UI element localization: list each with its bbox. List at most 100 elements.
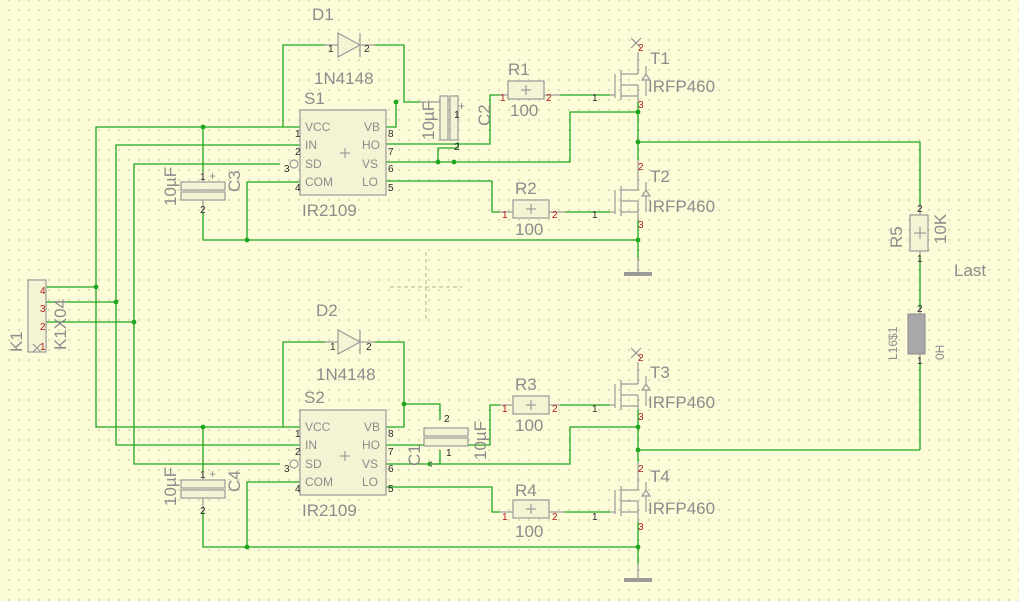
svg-text:+: +: [209, 169, 216, 183]
resistor-R4[interactable]: 1 2 R4 100: [500, 481, 565, 541]
svg-text:+: +: [209, 467, 216, 481]
ref-R5: R5: [887, 226, 906, 248]
connector-K1[interactable]: 4 3 2 1 K1 K1X04: [7, 279, 70, 353]
value-C4: 10µF: [161, 467, 180, 506]
svg-text:1: 1: [200, 172, 206, 183]
origin-crosshair: [390, 252, 462, 322]
svg-text:2: 2: [444, 414, 450, 425]
svg-text:3: 3: [638, 100, 644, 111]
svg-text:2: 2: [638, 464, 644, 475]
mosfet-T2[interactable]: 2 1 3 T2 IRFP460: [592, 160, 715, 231]
svg-text:LO: LO: [362, 175, 378, 189]
svg-text:1: 1: [454, 110, 460, 121]
svg-text:LO: LO: [362, 475, 378, 489]
svg-text:2: 2: [366, 342, 372, 353]
capacitor-C1[interactable]: + 2 1 C1 10µF: [405, 414, 490, 471]
svg-text:2: 2: [295, 147, 301, 158]
svg-text:7: 7: [388, 147, 394, 158]
resistor-R2[interactable]: 1 2 R2 100: [500, 179, 565, 239]
svg-text:6: 6: [388, 164, 394, 175]
value-T3: IRFP460: [648, 393, 715, 412]
svg-text:VCC: VCC: [305, 120, 331, 134]
svg-text:4: 4: [295, 183, 301, 194]
ref-R3: R3: [515, 375, 537, 394]
svg-text:VS: VS: [362, 157, 378, 171]
load-label: Last: [954, 261, 986, 280]
diode-D1[interactable]: 1 2 D1 1N4148: [312, 5, 375, 88]
svg-text:2: 2: [917, 304, 923, 315]
value-R2: 100: [515, 220, 543, 239]
value-L: 0H: [933, 345, 947, 360]
ref-S1: S1: [304, 89, 325, 108]
svg-text:VCC: VCC: [305, 420, 331, 434]
ref-T3: T3: [650, 363, 670, 382]
svg-text:1: 1: [592, 512, 598, 523]
resistor-R1[interactable]: 1 2 R1 100: [500, 60, 560, 120]
ic-S1[interactable]: VCC IN SD COM VB HO VS LO 1 2 3 4 8 7 6 …: [284, 89, 394, 220]
ref-R4: R4: [515, 481, 537, 500]
svg-text:2: 2: [638, 353, 644, 364]
ref-L: L16$1: [886, 326, 900, 360]
svg-text:5: 5: [388, 484, 394, 495]
svg-text:2: 2: [454, 142, 460, 153]
inductor-load[interactable]: 2 1 L16$1 0H Last: [886, 261, 986, 367]
capacitor-C3[interactable]: + 1 2 C3 10µF: [161, 167, 244, 216]
value-R3: 100: [515, 416, 543, 435]
svg-text:1: 1: [592, 210, 598, 221]
ref-C3: C3: [225, 170, 244, 192]
svg-text:HO: HO: [362, 138, 380, 152]
svg-text:1: 1: [502, 512, 508, 523]
svg-text:3: 3: [638, 220, 644, 231]
capacitor-C2[interactable]: + 1 2 C2 10µF: [419, 95, 494, 153]
svg-text:2: 2: [552, 512, 558, 523]
svg-text:1: 1: [917, 254, 923, 265]
mosfet-T1[interactable]: 2 1 3 T1 IRFP460: [592, 37, 715, 111]
svg-text:1: 1: [328, 44, 334, 55]
ground-symbol-lower: [624, 563, 652, 582]
svg-text:2: 2: [200, 506, 206, 517]
svg-text:IN: IN: [305, 138, 317, 152]
value-K1: K1X04: [51, 299, 70, 350]
wires: [37, 44, 921, 565]
svg-text:IN: IN: [305, 438, 317, 452]
svg-text:SD: SD: [305, 457, 322, 471]
value-D2: 1N4148: [316, 365, 376, 384]
svg-text:2: 2: [295, 447, 301, 458]
svg-text:1: 1: [295, 129, 301, 140]
capacitor-C4[interactable]: + 1 2 C4 10µF: [161, 467, 244, 517]
resistor-R3[interactable]: 1 2 R3 100: [500, 375, 560, 435]
ref-T2: T2: [650, 167, 670, 186]
svg-text:5: 5: [388, 183, 394, 194]
value-T2: IRFP460: [648, 197, 715, 216]
diode-D2[interactable]: 1 2 D2 1N4148: [316, 301, 376, 384]
svg-text:1: 1: [40, 342, 46, 353]
svg-text:1: 1: [917, 356, 923, 367]
mosfet-T3[interactable]: 2 1 3 T3 IRFP460: [592, 347, 715, 423]
value-R5: 10K: [931, 213, 950, 244]
value-C2: 10µF: [419, 101, 438, 140]
svg-text:COM: COM: [305, 175, 333, 189]
svg-text:4: 4: [40, 286, 46, 297]
svg-text:2: 2: [364, 44, 370, 55]
svg-text:COM: COM: [305, 475, 333, 489]
ref-C2: C2: [475, 104, 494, 126]
svg-text:1: 1: [502, 404, 508, 415]
svg-text:8: 8: [388, 129, 394, 140]
value-T4: IRFP460: [648, 499, 715, 518]
value-C1: 10µF: [471, 421, 490, 460]
ic-S2[interactable]: VCC IN SD COM VB HO VS LO 1 2 3 4 8 7 6 …: [284, 388, 394, 520]
svg-text:2: 2: [917, 204, 923, 215]
svg-text:2: 2: [552, 404, 558, 415]
svg-text:4: 4: [295, 484, 301, 495]
ground-symbol-upper: [624, 258, 652, 276]
value-S2: IR2109: [302, 501, 357, 520]
mosfet-T4[interactable]: 2 1 3 T4 IRFP460: [592, 462, 715, 533]
svg-text:+: +: [458, 99, 465, 113]
value-R1: 100: [510, 101, 538, 120]
svg-text:VB: VB: [364, 420, 380, 434]
svg-text:SD: SD: [305, 157, 322, 171]
resistor-R5[interactable]: 2 1 R5 10K: [887, 204, 950, 265]
svg-text:2: 2: [638, 162, 644, 173]
